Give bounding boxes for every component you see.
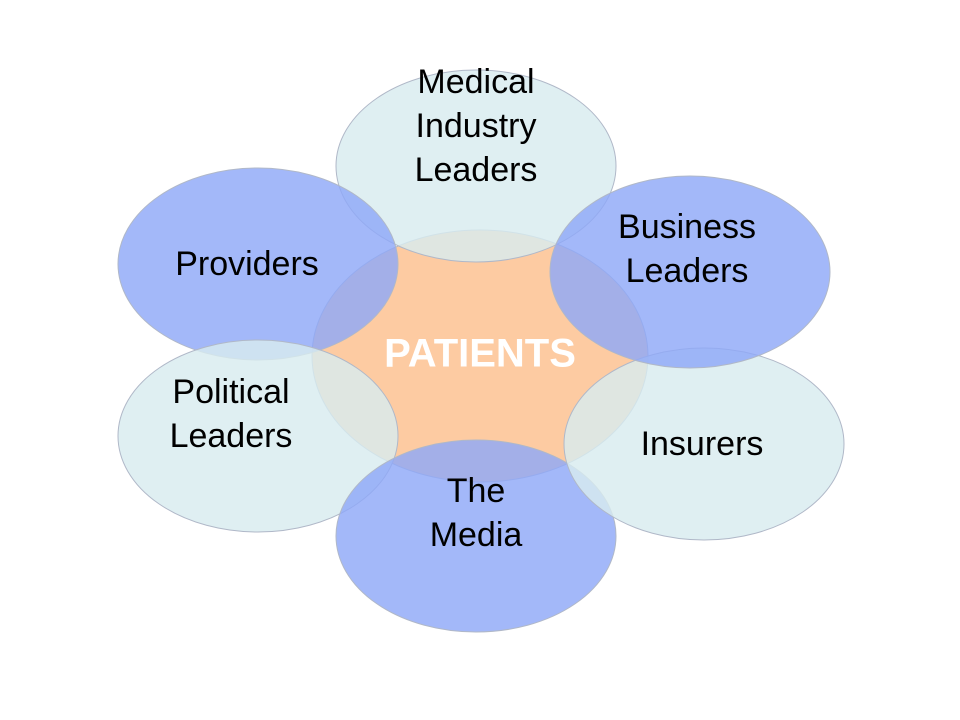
petal-label-the-media-line-2: Media: [430, 516, 523, 554]
petal-label-the-media-line-1: The: [447, 472, 506, 510]
petal-medical-industry-leaders: [335, 69, 617, 263]
petal-label-medical-industry-leaders-line-3: Leaders: [415, 151, 538, 189]
center-label: PATIENTS: [384, 332, 576, 376]
petal-the-media: [335, 439, 617, 633]
petal-business-leaders: [549, 175, 831, 369]
petal-political-leaders: [117, 339, 399, 533]
petal-ellipse-business-leaders: [549, 175, 831, 369]
petal-label-providers: Providers: [175, 245, 319, 283]
petal-label-political-leaders-line-1: Political: [172, 373, 289, 411]
petal-ellipse-political-leaders: [117, 339, 399, 533]
petal-label-medical-industry-leaders-line-1: Medical: [417, 63, 534, 101]
petal-label-business-leaders-line-2: Leaders: [626, 252, 749, 290]
petal-label-insurers: Insurers: [641, 425, 764, 463]
petal-label-political-leaders-line-2: Leaders: [170, 417, 293, 455]
petal-ellipse-the-media: [335, 439, 617, 633]
petal-ellipse-medical-industry-leaders: [335, 69, 617, 263]
petal-label-medical-industry-leaders-line-2: Industry: [416, 107, 537, 145]
petal-nodes: [117, 69, 845, 633]
petal-label-insurers-line-1: Insurers: [641, 425, 764, 463]
petal-label-business-leaders-line-1: Business: [618, 208, 756, 246]
petal-label-providers-line-1: Providers: [175, 245, 319, 283]
